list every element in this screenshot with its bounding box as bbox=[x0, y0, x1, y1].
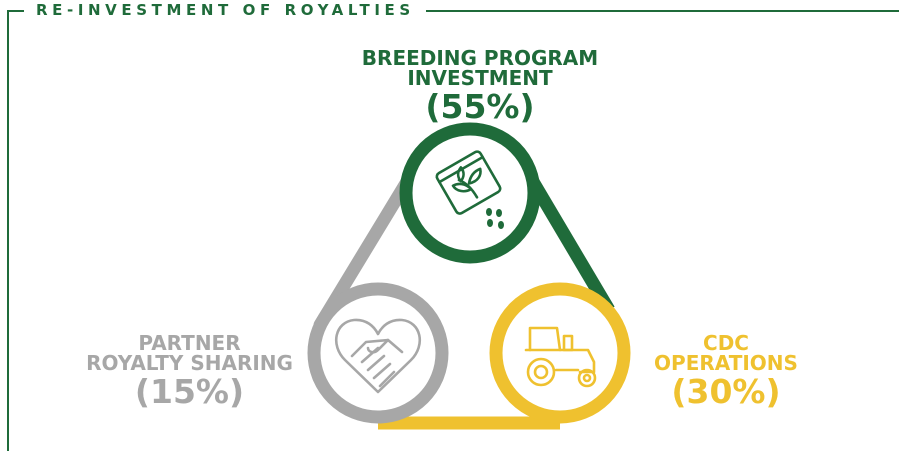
belt-breeding-to-cdc bbox=[526, 176, 615, 314]
partner-percent: (15%) bbox=[134, 372, 245, 411]
handshake-heart-icon bbox=[334, 318, 422, 394]
frame-left-border bbox=[7, 10, 9, 451]
breeding-label-line1: BREEDING PROGRAM bbox=[361, 46, 599, 70]
frame-top-border-right bbox=[426, 10, 899, 12]
breeding-circle bbox=[399, 122, 541, 264]
tractor-icon bbox=[524, 326, 597, 388]
breeding-program-label: BREEDING PROGRAM INVESTMENT (55%) bbox=[320, 48, 640, 123]
breeding-percent: (55%) bbox=[425, 87, 535, 126]
cdc-percent: (30%) bbox=[671, 372, 781, 411]
cdc-operations-label: CDC OPERATIONS (30%) bbox=[636, 333, 816, 408]
partner-royalty-label: PARTNER ROYALTY SHARING (15%) bbox=[62, 333, 317, 408]
section-title: RE-INVESTMENT OF ROYALTIES bbox=[36, 1, 415, 19]
partner-label-line2: ROYALTY SHARING bbox=[86, 351, 293, 375]
cdc-label-line2: OPERATIONS bbox=[654, 351, 798, 375]
partner-label-line1: PARTNER bbox=[138, 331, 241, 355]
frame-top-border-left bbox=[7, 10, 24, 12]
breeding-label-line2: INVESTMENT bbox=[407, 66, 553, 90]
cdc-label-line1: CDC bbox=[703, 331, 749, 355]
seed-bag-icon bbox=[435, 150, 504, 229]
cdc-circle bbox=[489, 282, 631, 424]
partner-circle bbox=[307, 282, 449, 424]
